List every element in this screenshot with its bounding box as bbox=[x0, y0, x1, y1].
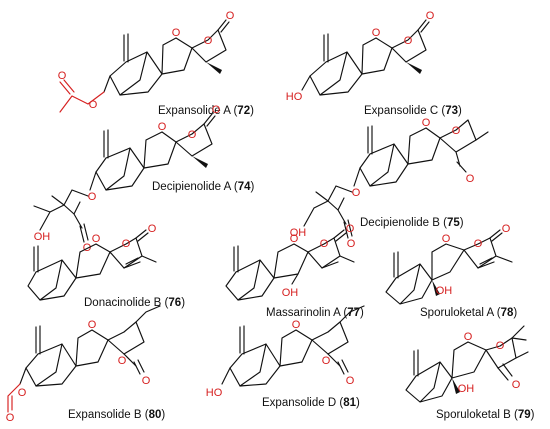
oxygen-atom: O bbox=[226, 10, 235, 22]
compound-label: Expansolide D (81) bbox=[262, 397, 360, 409]
hydroxyl-group: HO bbox=[206, 387, 223, 399]
oxygen-atom: O bbox=[496, 340, 505, 352]
oxygen-atom: O bbox=[426, 10, 435, 22]
oxygen-atom: O bbox=[502, 223, 511, 235]
hydroxyl-group: OH bbox=[458, 383, 475, 395]
oxygen-atom: O bbox=[372, 27, 381, 39]
oxygen-atom: O bbox=[422, 117, 431, 129]
hydroxyl-group: HO bbox=[286, 91, 303, 103]
oxygen-atom: O bbox=[464, 331, 473, 343]
oxygen-atom: O bbox=[172, 27, 181, 39]
compound-label: Donacinolide B (76) bbox=[84, 297, 185, 309]
oxygen-atom: O bbox=[290, 233, 299, 245]
oxygen-atom: O bbox=[122, 238, 131, 250]
oxygen-atom: O bbox=[118, 355, 127, 367]
oxygen-atom: O bbox=[346, 223, 355, 235]
hydroxyl-group: OH bbox=[34, 231, 51, 243]
oxygen-atom: O bbox=[89, 99, 98, 111]
oxygen-atom: O bbox=[204, 35, 213, 47]
oxygen-atom: O bbox=[292, 319, 301, 331]
compound-label: Sporuloketal A (78) bbox=[420, 307, 517, 319]
compound-label: Decipienolide B (75) bbox=[360, 217, 464, 229]
oxygen-atom: O bbox=[474, 238, 483, 250]
oxygen-atom: O bbox=[466, 173, 475, 185]
oxygen-atom: O bbox=[188, 129, 197, 141]
oxygen-atom: O bbox=[142, 375, 151, 387]
hydroxyl-group: OH bbox=[436, 285, 453, 297]
oxygen-atom: O bbox=[88, 319, 97, 331]
hydroxyl-group: OH bbox=[290, 227, 307, 239]
structure-sporuloketal-a: O O O OH Sporuloketal A (78) bbox=[385, 223, 517, 319]
hydroxyl-group: OH bbox=[282, 287, 299, 299]
oxygen-atom: O bbox=[452, 125, 461, 137]
oxygen-atom: O bbox=[158, 121, 167, 133]
oxygen-atom: O bbox=[92, 233, 101, 245]
oxygen-atom: O bbox=[320, 238, 329, 250]
structure-expansolide-d: O O O HO Expansolide D (81) bbox=[206, 305, 365, 409]
compound-label: Expansolide A (72) bbox=[158, 105, 254, 117]
oxygen-atom: O bbox=[512, 379, 521, 391]
oxygen-atom: O bbox=[346, 375, 355, 387]
compound-label: Massarinolin A (77) bbox=[266, 307, 364, 319]
structure-decipienolide-b: O O O O O OH Decipienolide B (75) bbox=[290, 117, 489, 250]
compound-label: Expansolide B (80) bbox=[68, 409, 165, 421]
oxygen-atom: O bbox=[6, 412, 15, 424]
structure-expansolide-b: O O O O O Expansolide B (80) bbox=[6, 305, 165, 424]
compound-label: Sporuloketal B (79) bbox=[436, 409, 535, 421]
oxygen-atom: O bbox=[58, 70, 67, 82]
oxygen-atom: O bbox=[212, 104, 221, 116]
structure-decipienolide-a: O O O O O OH Decipienolide A (74) bbox=[33, 104, 254, 254]
oxygen-atom: O bbox=[404, 35, 413, 47]
oxygen-atom: O bbox=[442, 233, 451, 245]
structure-expansolide-c: O O O HO Expansolide C (73) bbox=[286, 10, 462, 117]
oxygen-atom: O bbox=[322, 355, 331, 367]
compound-label: Expansolide C (73) bbox=[364, 105, 462, 117]
structure-expansolide-a: O O O O O Expansolide A (72) bbox=[58, 10, 254, 117]
oxygen-atom: O bbox=[148, 223, 157, 235]
oxygen-atom: O bbox=[352, 187, 361, 199]
compound-label: Decipienolide A (74) bbox=[152, 181, 254, 193]
structure-massarinolin-a: O O O OH Massarinolin A (77) bbox=[225, 223, 364, 319]
oxygen-atom: O bbox=[18, 387, 27, 399]
oxygen-atom: O bbox=[88, 191, 97, 203]
structure-sporuloketal-b: O O O OH Sporuloketal B (79) bbox=[405, 325, 535, 421]
oxygen-atom: O bbox=[347, 238, 356, 250]
structure-donacinolide-b: O O O Donacinolide B (76) bbox=[27, 223, 185, 309]
